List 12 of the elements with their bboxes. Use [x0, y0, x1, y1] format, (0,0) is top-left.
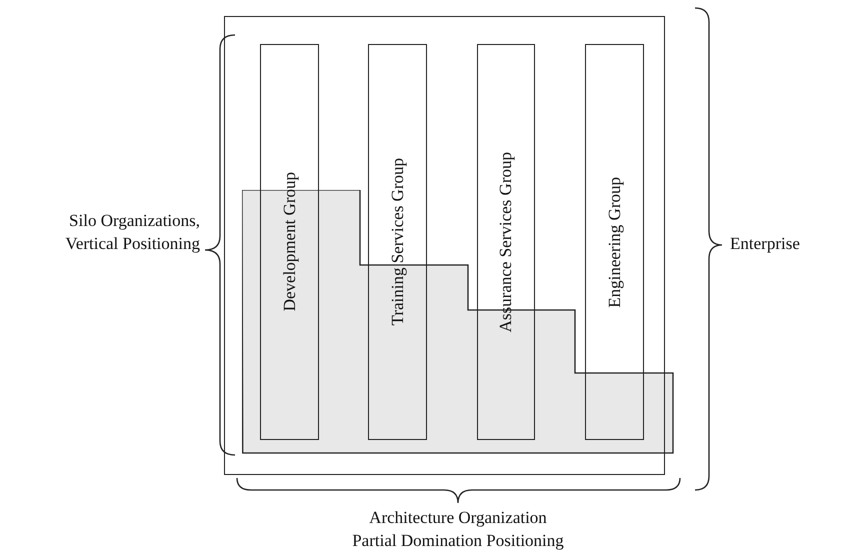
- group-column: [585, 44, 644, 440]
- group-label: Engineering Group: [604, 176, 624, 308]
- group-column: [260, 44, 319, 440]
- brace-label: Silo Organizations, Vertical Positioning: [64, 210, 200, 255]
- group-label: Assurance Services Group: [496, 152, 516, 332]
- group-label: Development Group: [280, 172, 300, 312]
- brace-label: Architecture Organization Partial Domination Positioning: [351, 507, 565, 552]
- group-column: [477, 44, 535, 440]
- enterprise-frame: [224, 16, 665, 475]
- brace-label: Enterprise: [730, 233, 801, 255]
- group-column: [368, 44, 427, 440]
- group-label: Training Services Group: [388, 158, 408, 326]
